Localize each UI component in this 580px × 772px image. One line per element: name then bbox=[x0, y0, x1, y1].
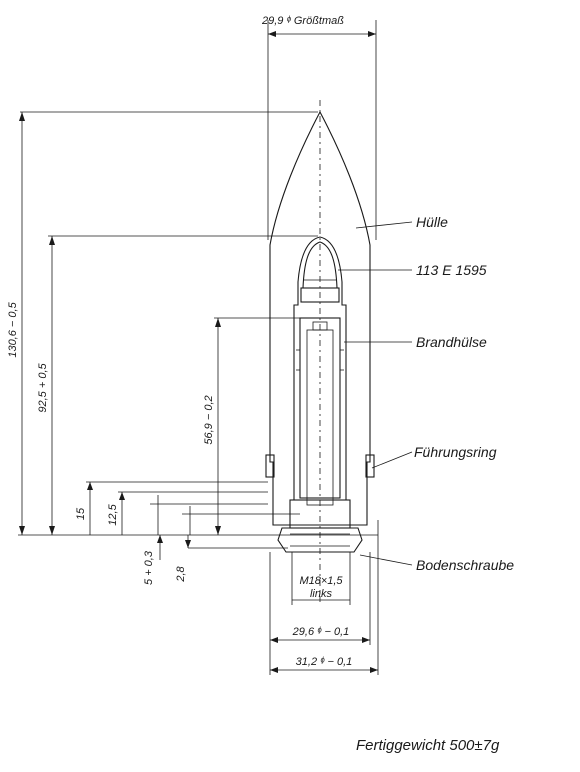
label-d125: 12,5 bbox=[107, 503, 119, 525]
incendiary-sleeve bbox=[296, 317, 344, 506]
label-top-diameter: 29,9 ᶲ Größtmaß bbox=[261, 15, 344, 27]
label-d15: 15 bbox=[75, 507, 87, 520]
label-bodenschraube: Bodenschraube bbox=[416, 557, 514, 573]
label-fuehrungsring: Führungsring bbox=[414, 444, 497, 460]
label-d28: 2,8 bbox=[175, 565, 187, 582]
dim-thread bbox=[291, 552, 351, 605]
label-brandhuelse: Brandhülse bbox=[416, 334, 487, 350]
label-inner-length: 92,5 + 0,5 bbox=[37, 363, 49, 413]
label-thread-direction: links bbox=[310, 588, 333, 600]
driving-band bbox=[265, 454, 375, 478]
label-finished-weight: Fertiggewicht 500±7g bbox=[356, 737, 500, 754]
dim-top-diameter bbox=[267, 20, 377, 240]
dim-base-offsets bbox=[157, 535, 288, 560]
label-huelle: Hülle bbox=[416, 214, 448, 230]
dim-base-diameter bbox=[270, 520, 379, 675]
label-thread: M18×1,5 bbox=[299, 575, 343, 587]
label-fuze: 113 E 1595 bbox=[416, 262, 487, 278]
label-band-diameter: 29,6 ᶲ − 0,1 bbox=[292, 626, 350, 638]
label-chamber-length: 56,9 − 0,2 bbox=[203, 395, 215, 444]
label-overall-length: 130,6 − 0,5 bbox=[7, 301, 19, 357]
dim-small-stack bbox=[86, 481, 300, 535]
dim-inner-length bbox=[48, 235, 318, 535]
dim-chamber-length bbox=[214, 317, 300, 535]
label-base-diameter: 31,2 ᶲ − 0,1 bbox=[296, 656, 353, 668]
label-d5: 5 + 0,3 bbox=[143, 550, 155, 585]
leader-lines bbox=[338, 221, 413, 566]
dim-band-diameter bbox=[269, 552, 371, 675]
dim-overall-length bbox=[19, 111, 318, 535]
